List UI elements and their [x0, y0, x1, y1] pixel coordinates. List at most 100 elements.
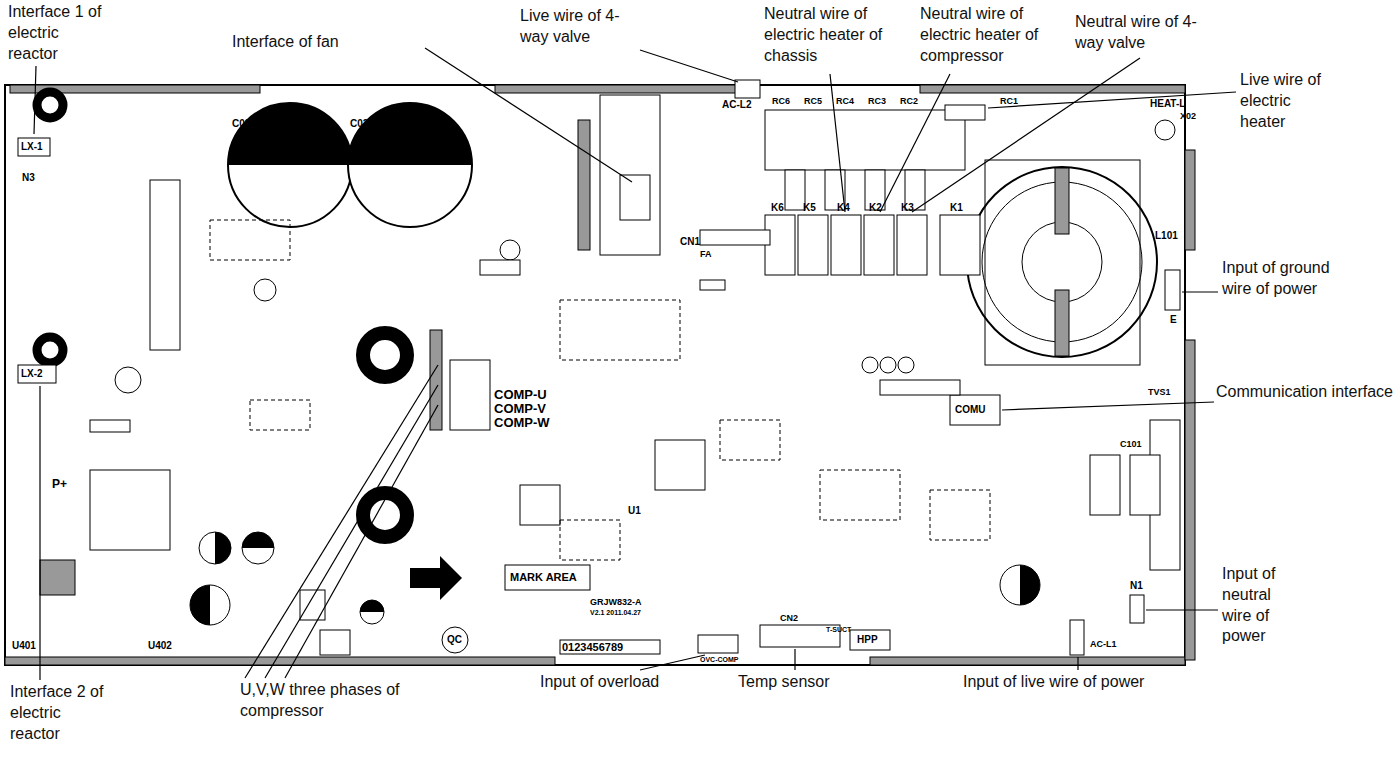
smd-parts-part: [700, 280, 725, 290]
connector-symbol-part: [698, 635, 738, 653]
smd-parts-part: [480, 260, 520, 275]
smd-parts-part: [560, 300, 680, 360]
silkscreen-label: RC3: [868, 97, 886, 107]
leader-line-part: [1146, 609, 1218, 610]
capacitor-symbol-part: [190, 585, 210, 625]
silkscreen-label: OVC-COMP: [700, 656, 739, 664]
relay-block-part: [798, 215, 828, 275]
silkscreen-label: CN2: [780, 614, 798, 624]
silkscreen-label: GRJW832-A: [590, 598, 642, 608]
toroid-inductor-part: [1055, 290, 1069, 356]
leader-line-part: [425, 48, 632, 182]
smd-parts-part: [820, 470, 900, 520]
callout-label: Interface 1 of electric reactor: [8, 2, 108, 64]
toroid-inductor-part: [1055, 168, 1069, 234]
toroid-inductor: [967, 160, 1157, 365]
silkscreen-label: N3: [22, 172, 35, 183]
leader-line-part: [285, 405, 438, 678]
silkscreen-label: MARK AREA: [510, 571, 577, 583]
silkscreen-label: TVS1: [1148, 388, 1171, 398]
relay-block-part: [864, 215, 894, 275]
pcb-board-part: [1185, 340, 1195, 660]
callout-label: U,V,W three phases of compressor: [240, 680, 430, 722]
silkscreen-label: V2.1 2011.04.27: [590, 609, 641, 617]
ic-component-part: [1155, 120, 1175, 140]
connector-symbol-part: [735, 80, 760, 98]
capacitor-symbol-part: [1020, 565, 1040, 605]
leader-line-part: [830, 74, 845, 212]
leader-line-part: [640, 50, 738, 82]
connector-symbol: [18, 80, 1180, 655]
leader-line-part: [265, 385, 438, 678]
silkscreen-label: K2: [869, 202, 882, 213]
silkscreen-label: RC6: [772, 97, 790, 107]
connector-symbol-part: [850, 630, 890, 650]
ic-component-part: [520, 485, 560, 525]
leader-line-part: [245, 365, 438, 678]
ic-component-part: [880, 380, 960, 395]
silkscreen-label: L101: [1155, 230, 1178, 241]
silkscreen-label: T-SUCT: [826, 626, 851, 634]
capacitor-symbol-part: [1000, 565, 1040, 605]
silkscreen-label: X02: [1180, 112, 1196, 122]
silkscreen-label: K1: [950, 202, 963, 213]
connector-symbol-part: [18, 365, 56, 383]
ic-component-part: [1090, 455, 1120, 515]
smd-parts-part: [700, 230, 770, 245]
ferrite-ring-part: [37, 337, 63, 363]
toroid-inductor-part: [967, 167, 1157, 357]
ic-component-part: [655, 440, 705, 490]
ic-component-part: [90, 470, 170, 550]
capacitor-symbol-part: [242, 532, 274, 548]
ferrite-ring-part: [254, 279, 276, 301]
relay-block: [765, 110, 980, 275]
silkscreen-label: RC4: [836, 97, 854, 107]
smd-parts: [90, 220, 990, 620]
toroid-inductor-part: [985, 160, 1140, 365]
callout-label: Interface 2 of electric reactor: [10, 682, 110, 744]
silkscreen-label: LX-1: [21, 141, 43, 152]
smd-parts-part: [250, 400, 310, 430]
silkscreen-label: K4: [837, 202, 850, 213]
silkscreen-label: HEAT-L: [1150, 98, 1185, 109]
capacitor-symbol: [190, 103, 1040, 625]
smd-parts-part: [300, 590, 325, 620]
silkscreen-label: COMU: [955, 404, 986, 415]
ic-component-part: [1130, 455, 1160, 515]
capacitor-symbol-part: [360, 600, 384, 612]
silkscreen-label: N1: [1130, 580, 1143, 591]
connector-symbol-part: [1130, 595, 1144, 623]
relay-block-part: [785, 170, 805, 210]
ic-component: [40, 120, 1180, 655]
pcb-board-part: [920, 85, 1185, 93]
leader-line-part: [880, 74, 950, 212]
silkscreen-label: U1: [628, 505, 641, 516]
relay-block-part: [831, 215, 861, 275]
capacitor-symbol-part: [199, 532, 231, 564]
callout-label: Neutral wire of 4-way valve: [1075, 12, 1225, 54]
ferrite-ring-part: [37, 92, 63, 118]
connector-symbol-part: [450, 360, 490, 430]
pcb-board-part: [5, 657, 555, 665]
callout-label: Live wire of electric heater: [1240, 70, 1335, 132]
silkscreen-label: C0201: [232, 118, 261, 129]
silkscreen-label: K6: [771, 202, 784, 213]
leader-line-part: [794, 649, 795, 670]
connector-symbol-part: [18, 138, 50, 156]
ic-component-part: [150, 180, 180, 350]
callout-label: Interface of fan: [232, 32, 339, 53]
leader-line-part: [1002, 402, 1214, 410]
silkscreen-label: FA: [700, 250, 712, 260]
callout-label: Input of overload: [540, 672, 659, 693]
silkscreen-label: AC-L1: [1090, 640, 1117, 650]
silkscreen-label: RC2: [900, 97, 918, 107]
ic-component-part: [898, 357, 914, 373]
leader-line: [34, 48, 1236, 680]
callout-label: Input of live wire of power: [963, 672, 1144, 693]
silkscreen-label: RC1: [1000, 97, 1018, 107]
callout-label: Temp sensor: [738, 672, 830, 693]
capacitor-symbol-part: [242, 532, 274, 564]
leader-line-part: [640, 655, 705, 670]
smd-parts-part: [210, 220, 290, 260]
